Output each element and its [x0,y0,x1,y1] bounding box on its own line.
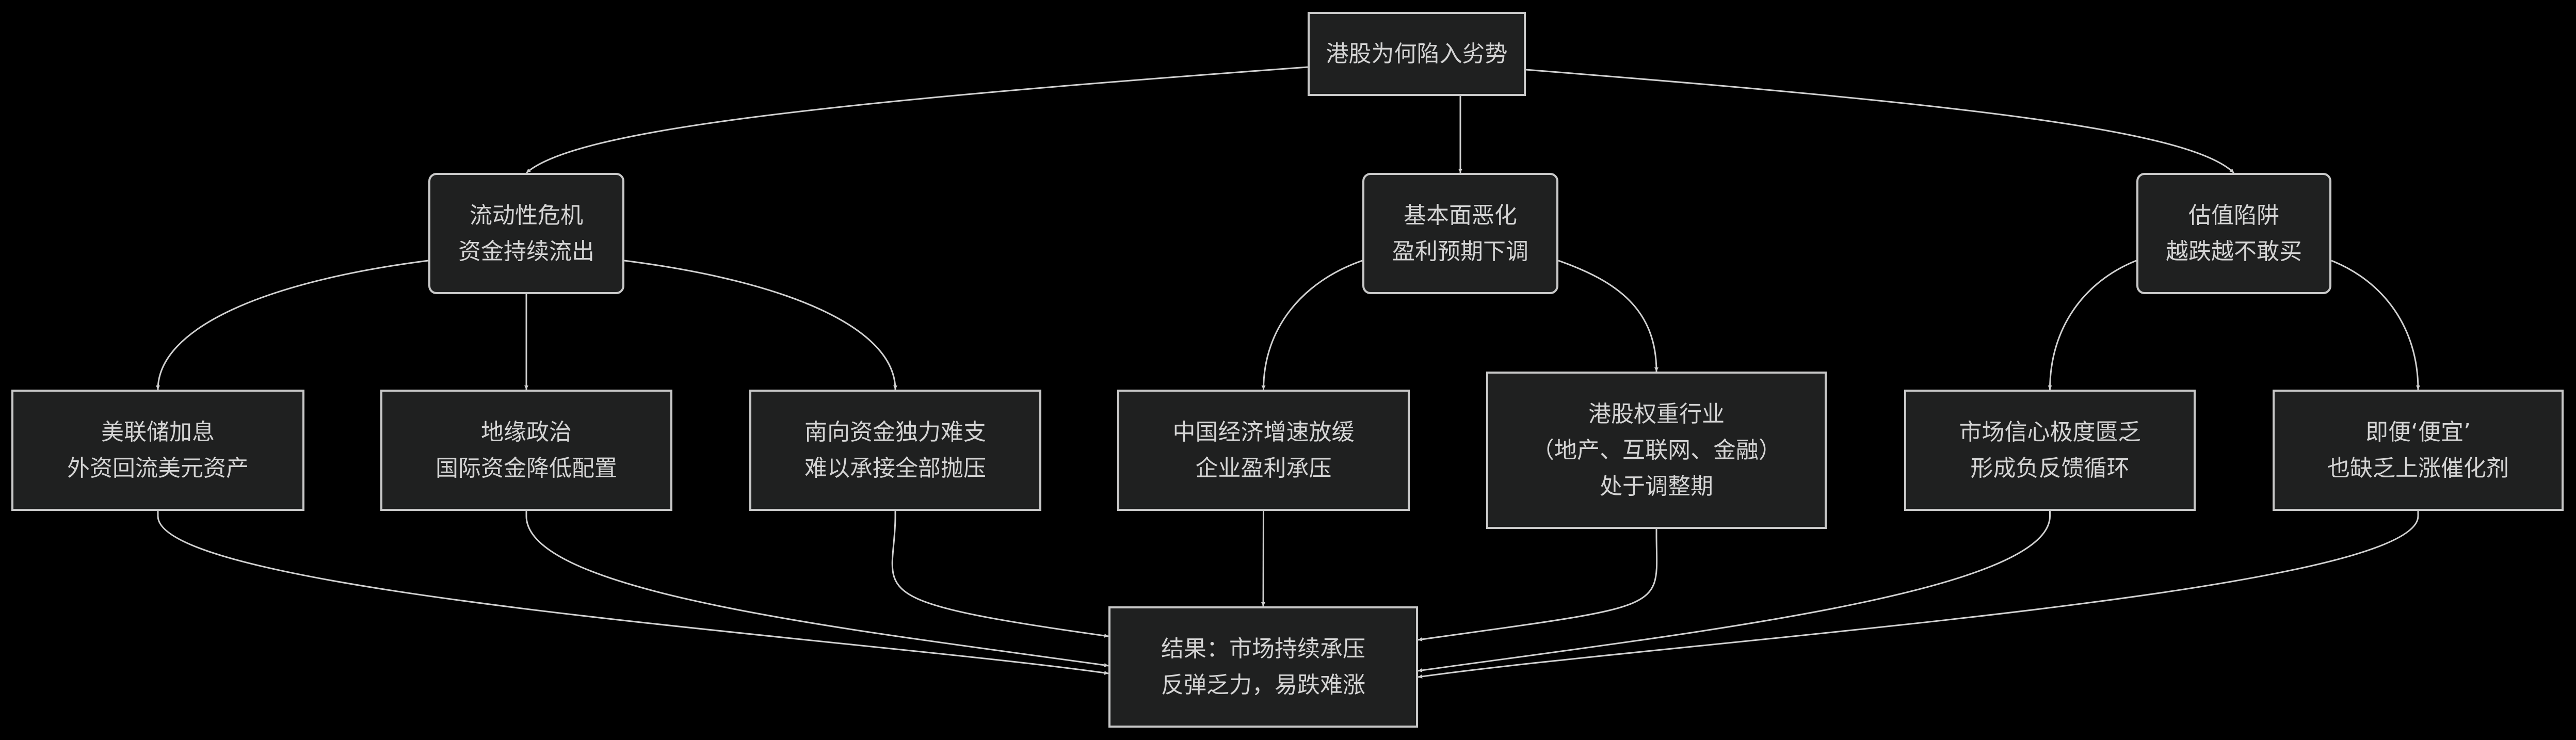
node-subtitle: 企业盈利承压 [1195,455,1332,481]
node-detail: （地产、互联网、金融） [1532,437,1781,463]
node-china-economy-slowdown[interactable]: 中国经济增速放缓 企业盈利承压 [1117,390,1410,511]
node-title: 估值陷阱 [2188,202,2279,229]
node-subtitle: 盈利预期下调 [1392,238,1528,265]
edge-fundamentals-to-heavy_sectors [1558,260,1659,372]
node-title: 美联储加息 [101,419,215,445]
node-title: 流动性危机 [470,202,583,229]
node-subtitle: 国际资金降低配置 [436,455,617,481]
node-title: 中国经济增速放缓 [1172,419,1355,445]
node-title: 地缘政治 [481,419,572,445]
node-subtitle: 越跌越不敢买 [2166,238,2302,265]
edge-liquidity-to-southbound [624,260,897,390]
node-fundamentals-deterioration[interactable]: 基本面恶化 盈利预期下调 [1362,173,1558,294]
node-text-line: 港股为何陷入劣势 [1326,40,1508,67]
edge-liquidity-to-fed [156,260,429,390]
edge-geopolitics-to-result [525,511,1109,667]
node-title: 港股权重行业 [1588,400,1725,427]
edge-fed-to-result [157,511,1109,675]
node-valuation-trap[interactable]: 估值陷阱 越跌越不敢买 [2136,173,2331,294]
node-title: 基本面恶化 [1404,202,1517,229]
node-subtitle: 处于调整期 [1600,473,1713,500]
root-node-question[interactable]: 港股为何陷入劣势 [1308,12,1526,96]
node-fed-rate-hike[interactable]: 美联储加息 外资回流美元资产 [11,390,304,511]
edge-heavy_sectors-to-result [1418,529,1658,641]
edge-valuation-to-confidence [2048,260,2137,390]
node-title: 结果：市场持续承压 [1161,635,1365,662]
node-market-confidence[interactable]: 市场信心极度匮乏 形成负反馈循环 [1904,390,2196,511]
node-heavyweight-sectors[interactable]: 港股权重行业 （地产、互联网、金融） 处于调整期 [1486,372,1827,529]
edge-no_catalyst-to-result [1418,511,2419,679]
node-no-catalyst[interactable]: 即便‘便宜’ 也缺乏上涨催化剂 [2273,390,2564,511]
node-title: 市场信心极度匮乏 [1959,419,2141,445]
node-liquidity-crisis[interactable]: 流动性危机 资金持续流出 [428,173,624,294]
edge-valuation-to-no_catalyst [2331,260,2420,390]
node-subtitle: 形成负反馈循环 [1970,455,2130,481]
node-subtitle: 难以承接全部抛压 [804,455,986,481]
edge-southbound-to-result [891,511,1109,638]
edge-fundamentals-to-china_economy [1261,260,1363,390]
node-subtitle: 也缺乏上涨催化剂 [2327,455,2509,481]
edge-confidence-to-result [1418,511,2051,672]
node-southbound-funds[interactable]: 南向资金独力难支 难以承接全部抛压 [749,390,1041,511]
node-geopolitics[interactable]: 地缘政治 国际资金降低配置 [380,390,672,511]
edge-root-to-valuation [1525,69,2235,174]
edge-root-to-liquidity [526,66,1308,174]
node-subtitle: 反弹乏力，易跌难涨 [1161,671,1365,698]
edge-china_economy-to-result [1261,510,1266,607]
node-result[interactable]: 结果：市场持续承压 反弹乏力，易跌难涨 [1108,606,1418,728]
node-subtitle: 资金持续流出 [458,238,594,265]
node-subtitle: 外资回流美元资产 [67,455,249,481]
node-title: 南向资金独力难支 [804,419,986,445]
node-title: 即便‘便宜’ [2365,419,2471,445]
